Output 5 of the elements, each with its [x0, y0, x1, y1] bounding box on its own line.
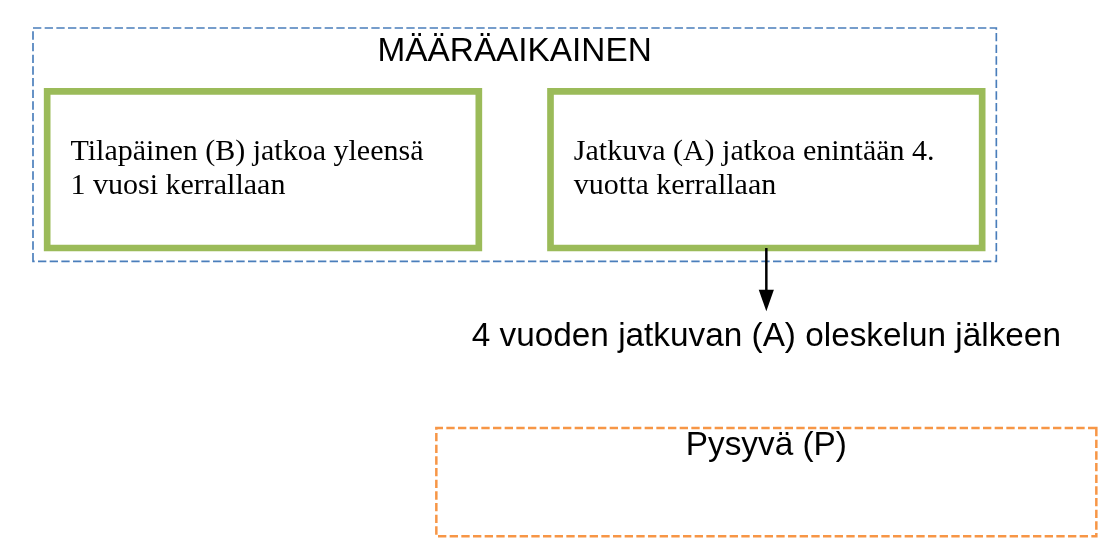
node-box: Tilapäinen (B) jatkoa yleensä 1 vuosi kerrallaan	[43, 88, 482, 252]
node-box: Jatkuva (A) jatkoa enintään 4. vuotta kerrallaan	[546, 88, 985, 252]
node-box: Pysyvä (P)	[434, 426, 1098, 538]
node-text: 4 vuoden jatkuvan (A) oleskelun jälkeen	[471, 316, 1061, 354]
arrow	[758, 248, 774, 312]
